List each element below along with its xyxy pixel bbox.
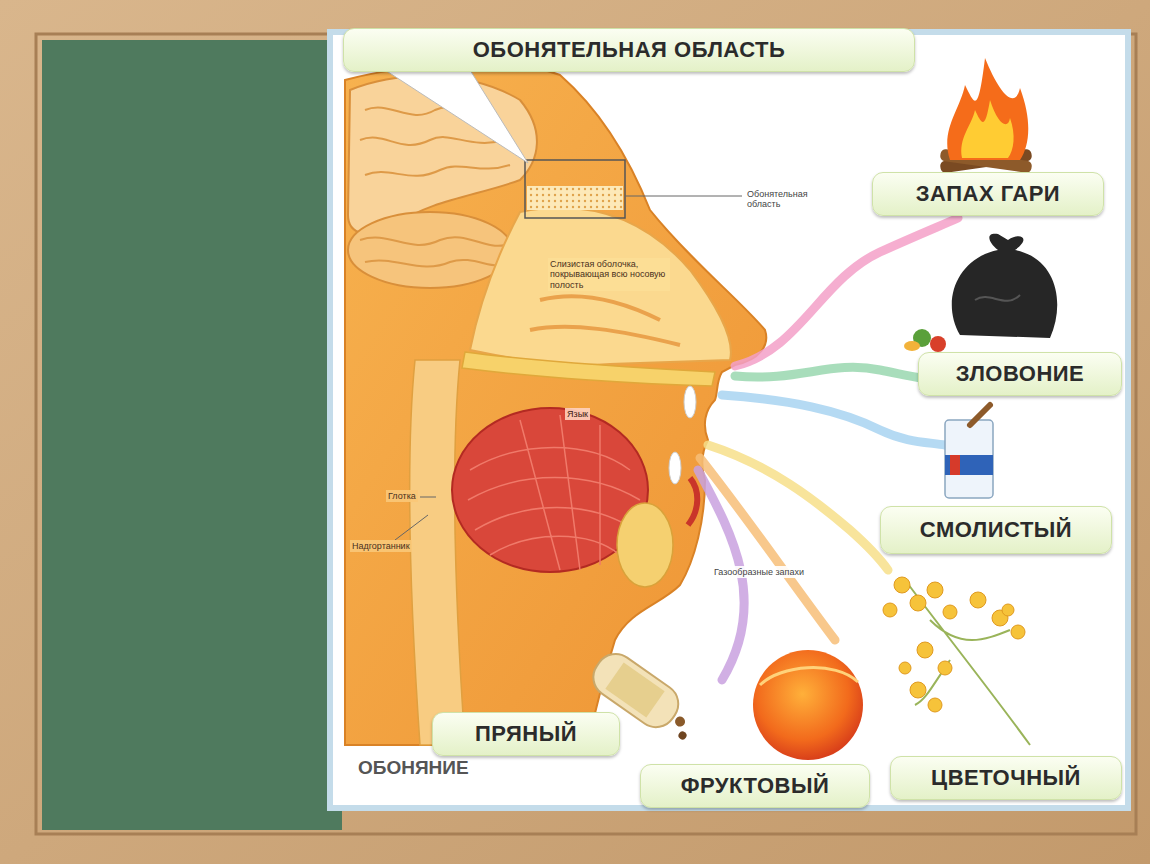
flowers-icon	[883, 577, 1030, 745]
label-pill: ОБОНЯТЕЛЬНАЯ ОБЛАСТЬ	[343, 28, 915, 72]
part-label: Язык	[565, 408, 590, 420]
chalkboard	[42, 40, 342, 830]
label-pill: ЗАПАХ ГАРИ	[872, 172, 1104, 216]
pill-label: СМОЛИСТЫЙ	[920, 517, 1072, 543]
lower-lip	[688, 478, 697, 525]
garbage-bag-icon	[904, 234, 1057, 352]
olfactory-epithelium	[527, 186, 623, 210]
turbinates	[530, 296, 680, 345]
lower-tooth	[669, 452, 681, 484]
picture-panel	[330, 32, 1128, 808]
pill-label: ЦВЕТОЧНЫЙ	[931, 765, 1081, 791]
part-label: Обонятельная область	[745, 188, 829, 211]
pharynx	[410, 360, 465, 745]
callout-tail	[385, 70, 528, 163]
poster-caption: ОБОНЯНИЕ	[356, 756, 471, 780]
part-label: Газообразные запахи	[712, 566, 806, 578]
pill-label: ПРЯНЫЙ	[475, 721, 577, 747]
pill-label: ЗАПАХ ГАРИ	[916, 181, 1060, 207]
label-pill: ЦВЕТОЧНЫЙ	[890, 756, 1122, 800]
nasal-cavity	[470, 208, 731, 365]
upper-tooth	[684, 386, 696, 418]
lobe-folds	[360, 237, 505, 266]
paint-can-icon	[945, 405, 993, 498]
leader-line	[395, 515, 428, 540]
leader-line	[420, 497, 436, 498]
label-pill: ЗЛОВОНИЕ	[918, 352, 1122, 396]
orange-fruit-icon	[753, 650, 863, 760]
pill-label: ЗЛОВОНИЕ	[956, 361, 1085, 387]
leader-line	[625, 196, 742, 197]
hard-palate	[462, 352, 715, 386]
pill-label: ОБОНЯТЕЛЬНАЯ ОБЛАСТЬ	[473, 37, 786, 63]
part-label: Надгортанник	[350, 540, 412, 552]
head-profile	[345, 64, 766, 745]
tongue-fibres	[468, 415, 640, 570]
label-pill: ПРЯНЫЙ	[432, 712, 620, 756]
pill-label: ФРУКТОВЫЙ	[681, 773, 830, 799]
fire-icon	[940, 58, 1033, 173]
label-pill: ФРУКТОВЫЙ	[640, 764, 870, 808]
odour-waves	[698, 218, 958, 680]
part-label: Слизистая оболочка, покрывающая всю носо…	[548, 258, 670, 291]
part-label: Глотка	[386, 490, 418, 502]
jaw-bone	[617, 503, 673, 587]
olfactory-region-box	[525, 160, 625, 218]
temporal-lobe	[348, 212, 512, 288]
label-pill: СМОЛИСТЫЙ	[880, 506, 1112, 554]
